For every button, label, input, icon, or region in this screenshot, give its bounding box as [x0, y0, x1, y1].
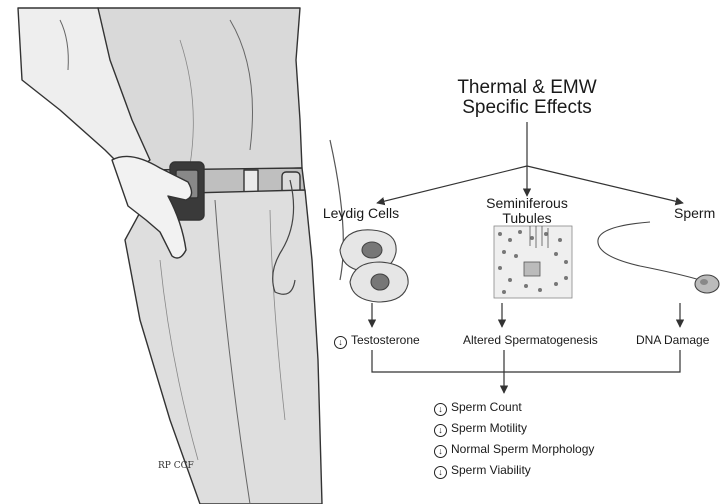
tubules-image	[494, 226, 572, 298]
decrease-symbol: ↓	[434, 403, 447, 416]
man-figure	[18, 8, 343, 504]
target-label-line: Leydig Cells	[306, 206, 416, 221]
effect-testosterone: ↓ Testosterone	[334, 333, 420, 349]
target-label-line: Tubules	[468, 211, 586, 226]
decrease-symbol: ↓	[434, 424, 447, 437]
effect-dna-damage: DNA Damage	[636, 333, 709, 347]
effect-text: DNA Damage	[636, 333, 709, 347]
target-label-line: Sperm	[674, 206, 715, 221]
diagram-title: Thermal & EMW Specific Effects	[420, 78, 634, 118]
effect-altered-spermatogenesis: Altered Spermatogenesis	[463, 333, 598, 347]
decrease-symbol: ↓	[434, 445, 447, 458]
merge-bracket	[372, 350, 680, 372]
target-sperm: Sperm	[674, 206, 715, 221]
title-line-1: Thermal & EMW	[420, 78, 634, 98]
target-label-line: Seminiferous	[468, 196, 586, 211]
outcome-text: Normal Sperm Morphology	[451, 442, 594, 456]
outcome-sperm-motility: ↓ Sperm Motility	[434, 421, 527, 437]
pants	[125, 190, 322, 504]
outcome-sperm-count: ↓ Sperm Count	[434, 400, 522, 416]
decrease-symbol: ↓	[334, 336, 347, 349]
target-seminiferous-tubules: Seminiferous Tubules	[468, 196, 586, 226]
outcome-text: Sperm Motility	[451, 421, 527, 435]
outcome-normal-sperm-morphology: ↓ Normal Sperm Morphology	[434, 442, 594, 458]
effect-text: Testosterone	[351, 333, 420, 347]
target-leydig-cells: Leydig Cells	[306, 206, 416, 221]
outcome-text: Sperm Count	[451, 400, 522, 414]
outcome-text: Sperm Viability	[451, 463, 531, 477]
effect-text: Altered Spermatogenesis	[463, 333, 598, 347]
decrease-symbol: ↓	[434, 466, 447, 479]
sperm-image	[598, 222, 719, 293]
outcome-sperm-viability: ↓ Sperm Viability	[434, 463, 531, 479]
title-line-2: Specific Effects	[420, 98, 634, 118]
leydig-cells-image	[340, 230, 408, 302]
artist-signature: RP CCF	[158, 462, 194, 471]
